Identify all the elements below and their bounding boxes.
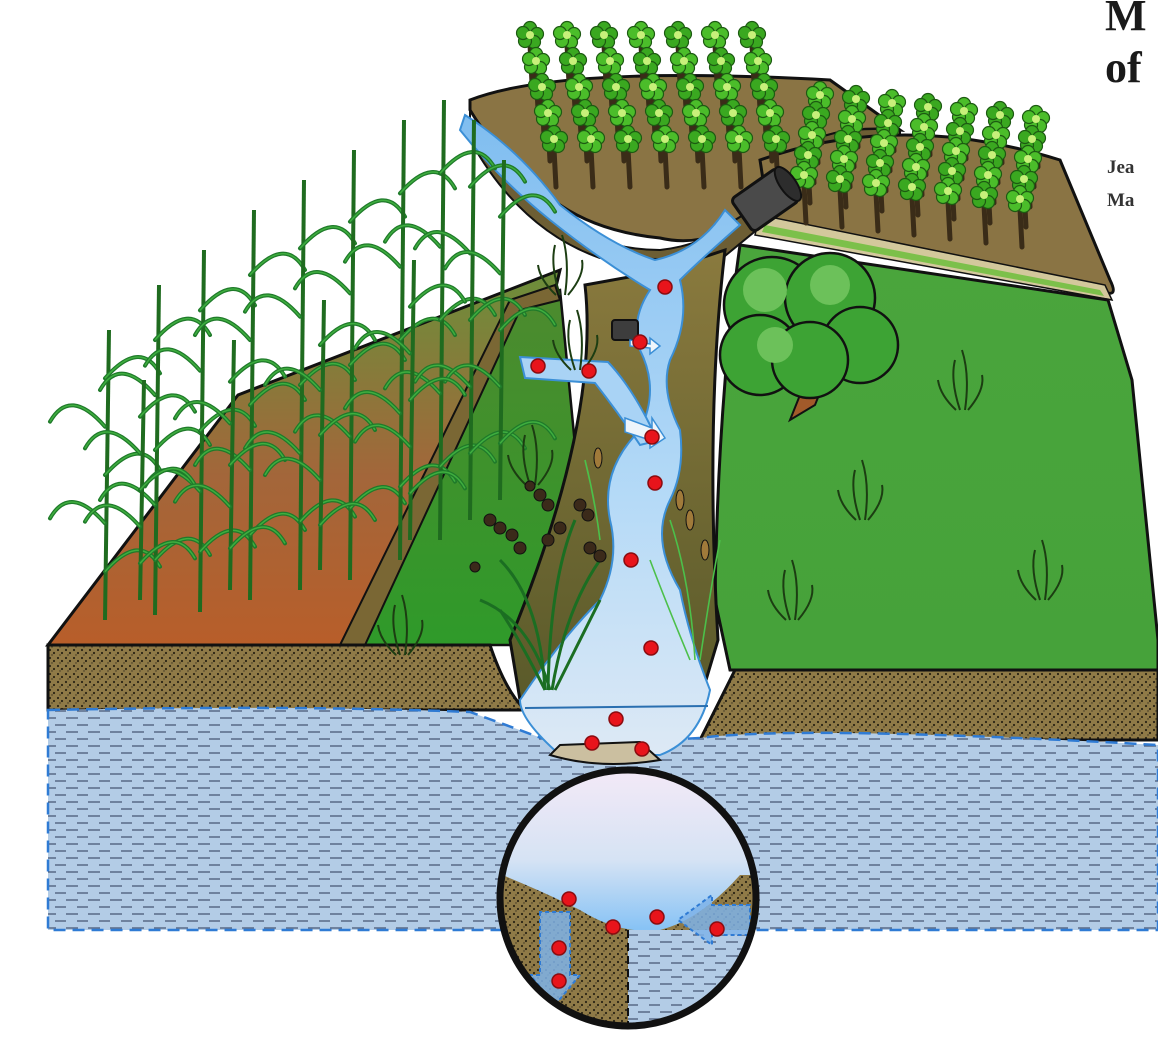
corn-stalks [48, 99, 557, 621]
soil-layer [46, 643, 1158, 742]
meadow-tree [718, 251, 900, 423]
drain-pipe-icon [731, 165, 803, 232]
title-line-1: M [1105, 0, 1147, 40]
vineyard-plants [515, 20, 1051, 250]
riparian-reeds [469, 447, 721, 691]
particle-dot-icon [530, 279, 673, 757]
small-pipe-icon [611, 319, 639, 341]
title-line-2: of [1105, 43, 1142, 92]
author-line-1: Jea [1107, 157, 1135, 178]
author-line-2: Ma [1107, 190, 1135, 211]
grass-tufts [377, 234, 1064, 656]
seed-heads [469, 480, 607, 573]
magnified-streambed [496, 766, 760, 1030]
